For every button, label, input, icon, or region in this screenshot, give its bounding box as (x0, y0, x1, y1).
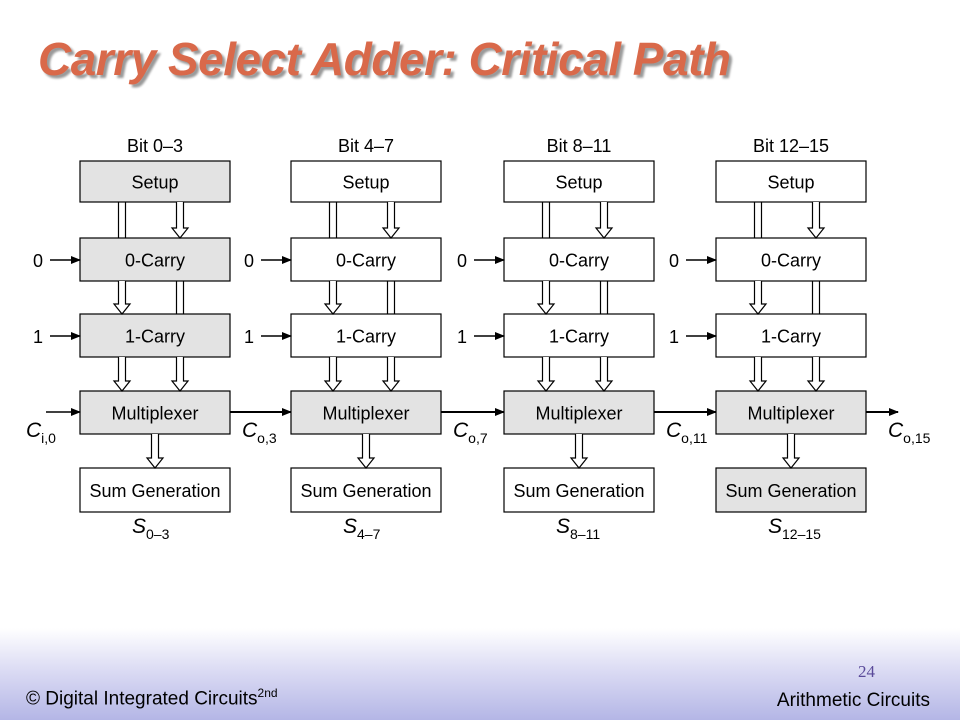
stage-3-shaft-c0-right (811, 281, 821, 314)
stage-0-sum-label: Sum Generation (89, 481, 220, 501)
stage-2-sum-label: Sum Generation (513, 481, 644, 501)
stage-0-shaft-setup-left (117, 202, 127, 238)
stage-2-shaft-setup-left (541, 202, 551, 238)
stage-3-arrow-c1-mux-left (748, 357, 768, 392)
stage-2-setup-block (503, 160, 655, 203)
stage-1-arrow-c0-c1 (323, 281, 343, 315)
footer-copyright: © Digital Integrated Circuits2nd (26, 686, 278, 710)
stage-2-bits-label: Bit 8–11 (547, 136, 612, 156)
stage-3-arrow-c1-mux-right (806, 357, 826, 392)
stage-3-carry0-block (715, 237, 867, 282)
stage-3-arrow-setup-c0 (806, 202, 826, 239)
stage-1-arrow-mux-sum (356, 434, 376, 469)
stage-3-setup-label: Setup (767, 173, 814, 193)
stage-1-shaft-c0-right (386, 281, 396, 314)
stage-0-mux-block (79, 390, 231, 435)
stage-2-arrow-c1-mux-right (594, 357, 614, 392)
stage-1-arrow-c1-mux-left (323, 357, 343, 392)
stage-3-shaft-setup-left (753, 202, 763, 238)
stage-2-carry-out-label: Co,11 (666, 419, 708, 446)
stage-0-carry1-block (79, 313, 231, 358)
stage-1-input-1: 1 (244, 327, 254, 347)
stage-3-sum-label: Sum Generation (725, 481, 856, 501)
stage-1-input-0: 0 (244, 251, 254, 271)
stage-0-sum-block (79, 467, 231, 513)
stage-2-mux-block (503, 390, 655, 435)
stage-1-setup-block (290, 160, 442, 203)
stage-0-mux-label: Multiplexer (111, 404, 198, 424)
stage-1-carry0-label: 0-Carry (336, 251, 396, 271)
stage-1-arrow-setup-c0 (381, 202, 401, 239)
stage-2-arrow-setup-c0 (594, 202, 614, 239)
stage-2-input-0: 0 (457, 251, 467, 271)
stage-1-sum-label: Sum Generation (300, 481, 431, 501)
stage-3-bits-label: Bit 12–15 (753, 136, 829, 156)
stage-3-arrow-c0-c1 (748, 281, 768, 315)
stage-2-setup-label: Setup (555, 173, 602, 193)
footer-section: Arithmetic Circuits (776, 690, 930, 711)
stage-3-input-0: 0 (669, 251, 679, 271)
stage-1-carry-out-label: Co,7 (453, 419, 488, 446)
stage-1-setup-label: Setup (342, 173, 389, 193)
stage-2-shaft-c0-right (599, 281, 609, 314)
stage-1-mux-block (290, 390, 442, 435)
footer-band (0, 628, 960, 720)
stage-0-bits-label: Bit 0–3 (127, 136, 183, 156)
stage-2-arrow-mux-sum (569, 434, 589, 469)
stage-1-mux-label: Multiplexer (322, 404, 409, 424)
stage-0-arrow-c0-c1 (112, 281, 132, 315)
stage-0-arrow-setup-c0 (170, 202, 190, 239)
stage-3-setup-block (715, 160, 867, 203)
stage-1-bits-label: Bit 4–7 (338, 136, 394, 156)
stage-2-mux-label: Multiplexer (535, 404, 622, 424)
stage-0-carry-out-label: Co,3 (242, 419, 277, 446)
stage-1-carry1-block (290, 313, 442, 358)
stage-1-shaft-setup-left (328, 202, 338, 238)
stage-2-arrow-c1-mux-left (536, 357, 556, 392)
page-number: 24 (858, 662, 875, 681)
stage-2-sum-block (503, 467, 655, 513)
stage-2-carry1-label: 1-Carry (549, 327, 609, 347)
stage-0-shaft-c0-right (175, 281, 185, 314)
stage-3-carry1-label: 1-Carry (761, 327, 821, 347)
stage-0-arrow-c1-mux-left (112, 357, 132, 392)
stage-2-input-1: 1 (457, 327, 467, 347)
stage-3-carry-out-label: Co,15 (888, 419, 931, 446)
stage-3-carry0-label: 0-Carry (761, 251, 821, 271)
stage-2-sum-output-label: S8–11 (556, 515, 600, 542)
stage-0-carry-in-label: Ci,0 (26, 419, 56, 446)
stage-0-sum-output-label: S0–3 (132, 515, 170, 542)
stage-3-input-1: 1 (669, 327, 679, 347)
stage-0-input-0: 0 (33, 251, 43, 271)
stage-3-arrow-mux-sum (781, 434, 801, 469)
stage-1-carry1-label: 1-Carry (336, 327, 396, 347)
stage-0-arrow-c1-mux-right (170, 357, 190, 392)
stage-1-sum-output-label: S4–7 (343, 515, 381, 542)
stage-1-carry0-block (290, 237, 442, 282)
stage-0-setup-label: Setup (131, 173, 178, 193)
stage-3-mux-block (715, 390, 867, 435)
stage-2-arrow-c0-c1 (536, 281, 556, 315)
footer-edition: 2nd (257, 686, 278, 700)
stage-2-carry0-label: 0-Carry (549, 251, 609, 271)
stage-3-carry1-block (715, 313, 867, 358)
stage-3-mux-label: Multiplexer (747, 404, 834, 424)
stage-2-carry0-block (503, 237, 655, 282)
slide-title: Carry Select Adder: Critical Path (38, 33, 731, 85)
stage-0-setup-block (79, 160, 231, 203)
stage-3-sum-output-label: S12–15 (768, 515, 821, 542)
stage-0-carry0-label: 0-Carry (125, 251, 185, 271)
stage-0-input-1: 1 (33, 327, 43, 347)
stage-0-carry1-label: 1-Carry (125, 327, 185, 347)
stage-1-arrow-c1-mux-right (381, 357, 401, 392)
stage-1-sum-block (290, 467, 442, 513)
stage-0-arrow-mux-sum (145, 434, 165, 469)
